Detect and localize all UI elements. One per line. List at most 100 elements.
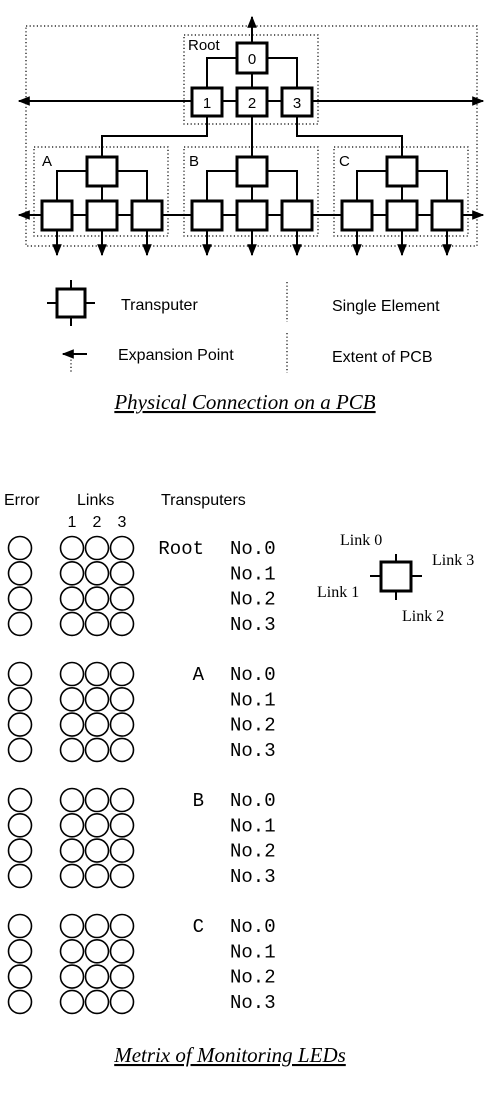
led-row: No.0 [7,535,276,561]
transputer-b-2 [235,199,269,232]
link-2-led [84,913,110,939]
link-2-led [84,611,110,637]
transputer-b-1 [190,199,224,232]
link-3-led [109,611,135,637]
link-2-led [84,787,110,813]
bottom-expansion-arrows [52,230,452,257]
link-3-led [109,560,135,586]
link-2-led [84,535,110,561]
transputer-number-label: No.0 [230,538,276,560]
root-node-0-label: 0 [248,51,256,68]
error-led [7,863,33,889]
transputer-number-label: No.1 [230,563,276,585]
link-3-label: Link 3 [432,552,474,569]
transputer-group-label: B [193,790,204,812]
transputer-number-label: No.0 [230,664,276,686]
transputer-number-label: No.3 [230,740,276,762]
transputer-root-2 [235,86,269,118]
link-3-led [109,737,135,763]
root-label: Root [188,37,221,54]
transputer-number-label: No.2 [230,967,276,989]
legend-transputer-label: Transputer [121,297,198,314]
transputer-a-0 [85,155,119,188]
error-led [7,737,33,763]
link-1-led [59,586,85,611]
transputer-group-label: C [193,916,204,938]
link-number-3: 3 [118,514,127,531]
error-led [7,661,33,687]
link-2-led [84,964,110,989]
transputer-c-1 [340,199,374,232]
error-led [7,812,33,838]
link-3-led [109,535,135,561]
error-led [7,964,33,989]
link-3-led [109,586,135,611]
link-legend-transputer-icon [379,560,413,593]
transputer-a-1 [40,199,74,232]
link-1-led [59,787,85,813]
transputer-c-2 [385,199,419,232]
group-b-label: B [189,153,199,170]
root-node-2-label: 2 [248,95,256,112]
error-led [7,989,33,1015]
error-led [7,913,33,939]
link-1-led [59,838,85,863]
led-row: No.3 [7,989,276,1015]
error-led [7,787,33,813]
transputer-b-0 [235,155,269,188]
link-2-led [84,686,110,712]
link-1-led [59,611,85,637]
link-2-led [84,712,110,737]
transputer-number-label: No.0 [230,916,276,938]
legend-single-element-label: Single Element [332,298,440,315]
error-led [7,712,33,737]
group-b-tree-wires [206,170,298,201]
link-1-led [59,964,85,989]
link-3-led [109,838,135,863]
led-row: No.1 [7,938,276,964]
link-2-label: Link 2 [402,608,444,625]
link-1-led [59,661,85,687]
root-node-3-label: 3 [293,95,301,112]
transputer-number-label: No.1 [230,689,276,711]
link-2-led [84,661,110,687]
root-tree-wires [206,57,298,88]
group-a-label: A [42,153,52,170]
error-led [7,586,33,611]
led-row: No.1 [7,560,276,586]
link-3-led [109,913,135,939]
link-2-led [84,812,110,838]
transputer-symbol-icon [47,280,95,326]
caption-top: Physical Connection on a PCB [113,390,375,414]
error-led [7,686,33,712]
header-links: Links [77,492,114,509]
link-3-led [109,787,135,813]
led-row: No.0 [7,661,276,687]
link-number-1: 1 [68,514,77,531]
led-row: No.2 [7,712,276,737]
transputer-b-3 [280,199,314,232]
caption-bottom: Metrix of Monitoring LEDs [113,1043,346,1067]
legend-extent-of-pcb-label: Extent of PCB [332,349,433,366]
led-row: No.3 [7,611,276,637]
error-led [7,560,33,586]
header-error: Error [4,492,40,509]
link-number-2: 2 [93,514,102,531]
link-1-led [59,812,85,838]
link-2-led [84,586,110,611]
transputer-root-1 [190,86,224,118]
led-row: No.2 [7,838,276,863]
link-2-led [84,838,110,863]
led-group-c: C No.0No.1No.2No.3 [7,913,276,1015]
link-3-led [109,712,135,737]
led-row: No.2 [7,586,276,611]
root-to-groups-wires [101,116,403,157]
link-3-led [109,989,135,1015]
pcb-diagram: Root 0 1 2 3 A B C [17,15,485,257]
error-led [7,611,33,637]
link-1-led [59,712,85,737]
link-3-led [109,938,135,964]
